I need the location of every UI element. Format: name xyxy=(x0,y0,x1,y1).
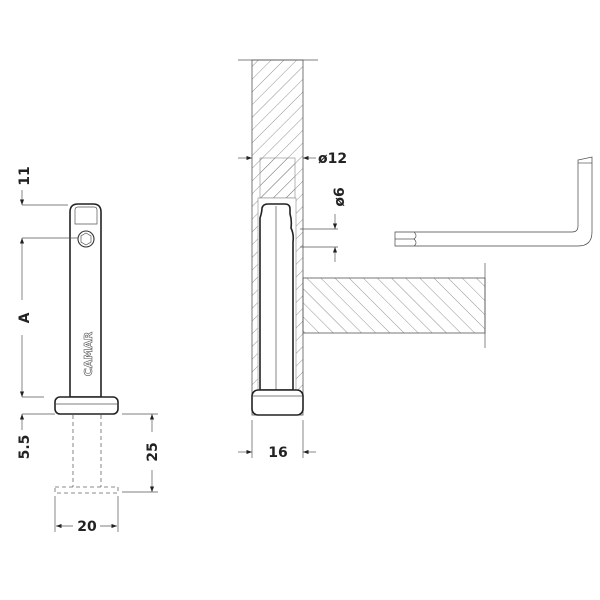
dim-top-offset: 11 xyxy=(17,166,33,185)
dim-key-diameter: ø6 xyxy=(332,187,348,206)
wall-section-view: ø12 ø6 16 xyxy=(238,59,486,461)
dim-head-thickness: 5.5 xyxy=(17,435,33,460)
hex-key-icon xyxy=(394,156,593,247)
dim-head-width: 20 xyxy=(77,519,97,535)
logo-camar: CAMAR xyxy=(82,331,95,376)
dim-insertion-depth: 25 xyxy=(145,442,161,461)
hex-socket-icon xyxy=(77,230,95,248)
pin-front-view: CAMAR 11 A 5.5 25 20 xyxy=(17,166,161,535)
dim-hole-diameter: ø12 xyxy=(318,151,347,167)
dim-wall-thickness: 16 xyxy=(268,445,287,461)
dim-length-a: A xyxy=(17,312,33,323)
